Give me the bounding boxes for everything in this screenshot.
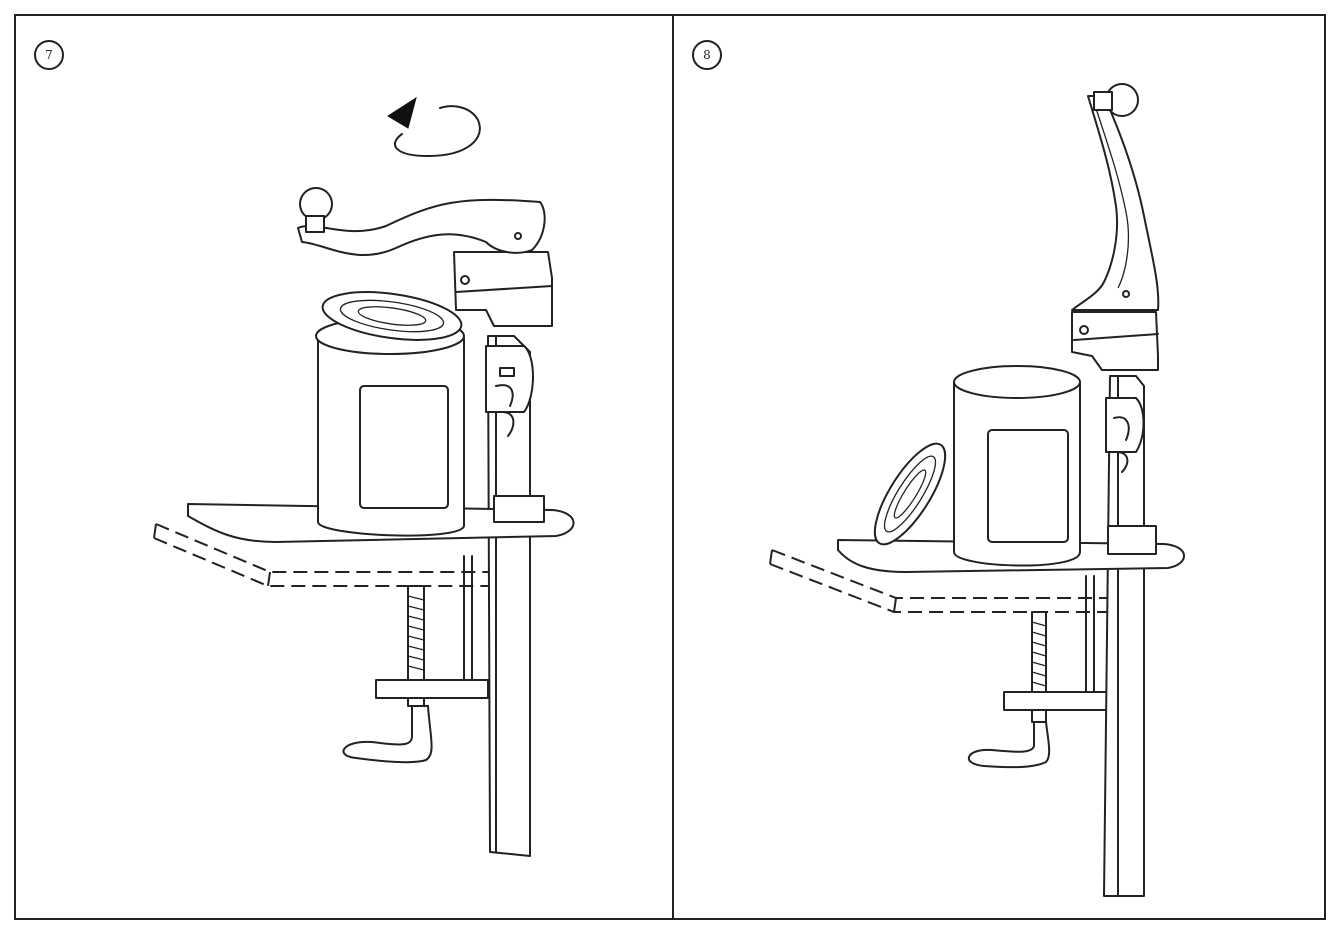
opener-post [1103,375,1145,897]
step-panel-8: 8 [674,16,1330,918]
clamp-bar [1003,691,1119,711]
post-foot [1107,525,1157,555]
clamp-arm [1085,575,1095,693]
crank-handle [1071,83,1160,311]
panel-divider [672,14,674,920]
post-foot [493,495,545,523]
opener-post [487,335,531,857]
clamp-screw [342,585,433,764]
table-outline [769,549,1142,613]
clamp-bar [375,679,489,699]
can-opener-lifted-illustration [769,83,1185,897]
step-panel-7: 7 [16,16,672,918]
illustration-frame [14,14,1326,920]
crank-handle [297,187,546,257]
can-opener-turning-illustration [153,96,575,857]
clamp-screw [967,611,1051,769]
can [315,317,465,537]
can-lid [321,291,463,341]
step-number-badge: 8 [692,40,722,70]
cutter-gear [485,345,534,437]
opener-head [1071,311,1159,371]
table-outline [153,523,528,587]
can [953,365,1081,567]
step-number-badge: 7 [34,40,64,70]
can-lid [873,442,947,546]
cutter-gear [1105,397,1145,473]
clamp-arm [463,555,473,681]
rotate-arrow-icon [387,96,481,157]
